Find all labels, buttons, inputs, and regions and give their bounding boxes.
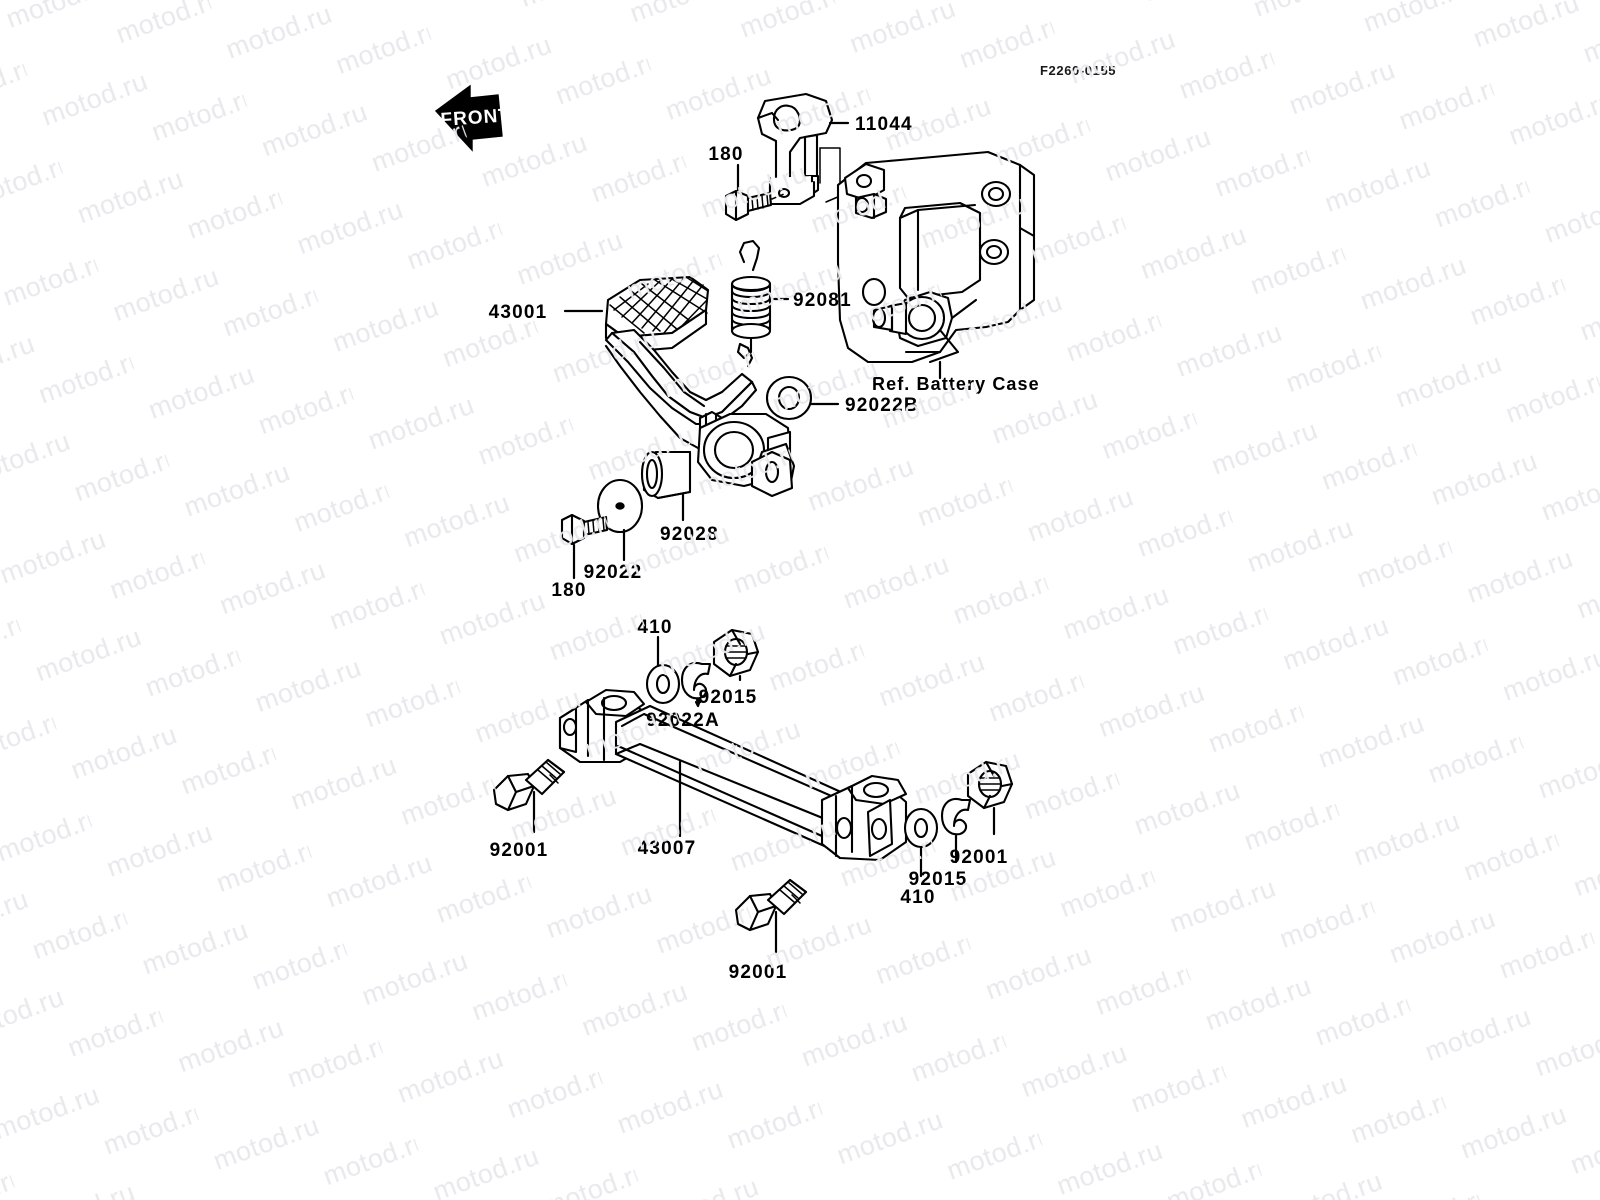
label-92081: 92081	[793, 290, 852, 311]
label-92015-right: 92001	[950, 847, 1009, 868]
label-92022A-left: 92022A	[646, 710, 720, 731]
label-180-lower: 180	[551, 580, 586, 601]
label-410-right: 410	[900, 887, 935, 908]
label-92028: 92028	[660, 524, 719, 545]
label-92022B: 92022B	[845, 395, 919, 416]
label-410-left: 410	[637, 617, 672, 638]
part-92015-nut-left	[712, 628, 760, 678]
part-92022B-washer	[765, 375, 813, 421]
part-410-washer-left	[645, 663, 681, 705]
part-92001-bolt-rear	[734, 878, 808, 932]
part-92015-nut-right	[966, 760, 1014, 810]
part-92022A-circlip-right	[940, 797, 972, 836]
part-410-washer-right	[903, 807, 939, 849]
ref-battery-case-bracket	[836, 150, 1036, 364]
part-43007-torque-link	[558, 688, 908, 862]
part-11044-bracket-clip	[756, 92, 841, 206]
label-92001-front: 92001	[490, 840, 549, 861]
label-92022A-right: 92015	[909, 869, 968, 890]
label-43001: 43001	[489, 302, 548, 323]
label-43007: 43007	[638, 838, 697, 859]
label-11044: 11044	[855, 114, 913, 135]
label-92022: 92022	[584, 562, 643, 583]
label-92015-left: 92015	[699, 687, 758, 708]
drawing-code: F2260-0155	[1040, 63, 1116, 78]
part-180-bolt-lower	[560, 513, 609, 546]
label-92001-rear: 92001	[729, 962, 788, 983]
part-92001-bolt-front	[492, 758, 566, 812]
part-92081-return-spring	[730, 239, 772, 368]
label-180-upper: 180	[708, 144, 743, 165]
label-ref-battery-case: Ref. Battery Case	[872, 374, 1040, 394]
part-92028-bushing	[640, 450, 692, 500]
